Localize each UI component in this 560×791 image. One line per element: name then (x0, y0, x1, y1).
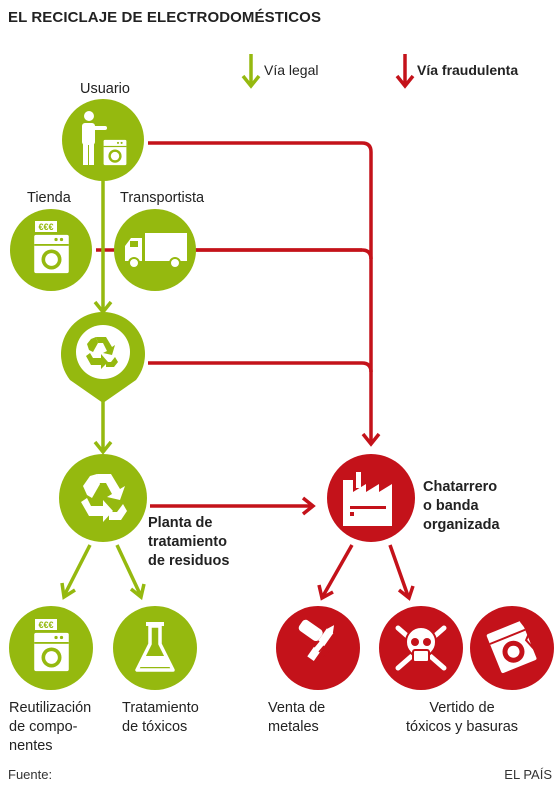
label-venta-line: metales (268, 719, 319, 735)
label-vertido-line: Vertido de (429, 700, 495, 716)
broken-washer-icon (486, 620, 537, 674)
skull-icon (395, 625, 447, 671)
screw-icon (298, 619, 335, 661)
factory-icon (343, 472, 392, 526)
label-tienda: Tienda (27, 190, 71, 206)
label-usuario: Usuario (80, 81, 130, 97)
label-tratamiento: Tratamiento de tóxicos (122, 699, 199, 737)
legend-legal-label: Vía legal (264, 62, 319, 78)
fraud-paths (96, 141, 415, 601)
euro-badge: €€€ (38, 620, 53, 630)
reutilizacion-node: €€€ (9, 606, 93, 690)
tratamiento-node (113, 606, 197, 690)
truck-icon (125, 233, 187, 269)
tienda-node: €€€ (10, 209, 92, 291)
label-planta: Planta de tratamiento de residuos (148, 514, 229, 571)
euro-washer-icon: €€€ (34, 221, 69, 274)
venta-node (276, 606, 360, 690)
legend-fraud-arrow (395, 54, 415, 89)
label-planta-line: tratamiento (148, 534, 227, 550)
label-chatarrero-line: organizada (423, 517, 500, 533)
transportista-node (114, 209, 196, 291)
label-venta: Venta de metales (268, 699, 325, 737)
label-vertido-line: tóxicos y basuras (405, 719, 519, 735)
source-label: Fuente: (8, 767, 53, 782)
usuario-node (62, 99, 144, 181)
label-transportista: Transportista (120, 190, 205, 206)
label-venta-line: Venta de (268, 700, 326, 716)
legal-paths (60, 175, 146, 601)
label-reutilizacion-line: nentes (9, 738, 53, 754)
diagram-title: EL RECICLAJE DE ELECTRODOMÉSTICOS (8, 9, 322, 26)
label-tratamiento-line: Tratamiento (122, 700, 199, 716)
vertido-toxic-node (379, 606, 463, 690)
euro-washer-icon: €€€ (34, 619, 69, 672)
label-chatarrero-line: o banda (423, 498, 479, 514)
recycling-point-node (61, 312, 146, 403)
person-with-washer-icon (82, 111, 127, 166)
label-planta-line: de residuos (148, 553, 230, 569)
label-reutilizacion: Reutilización de compo- nentes (9, 699, 91, 756)
label-chatarrero-line: Chatarrero (423, 479, 498, 495)
vertido-washer-node (470, 606, 554, 690)
flask-icon (135, 622, 175, 672)
label-planta-line: Planta de (148, 515, 213, 531)
euro-badge: €€€ (38, 222, 53, 232)
chatarrero-node (327, 454, 415, 542)
label-reutilizacion-line: de compo- (9, 719, 78, 735)
planta-node (59, 454, 147, 542)
legend-fraud-label: Vía fraudulenta (417, 62, 519, 78)
legend-legal-arrow (241, 54, 261, 89)
credit-label: EL PAÍS (504, 767, 552, 782)
label-tratamiento-line: de tóxicos (122, 719, 188, 735)
label-chatarrero: Chatarrero o banda organizada (423, 478, 500, 535)
label-reutilizacion-line: Reutilización (9, 700, 92, 716)
label-vertido: Vertido de tóxicos y basuras (392, 699, 532, 737)
